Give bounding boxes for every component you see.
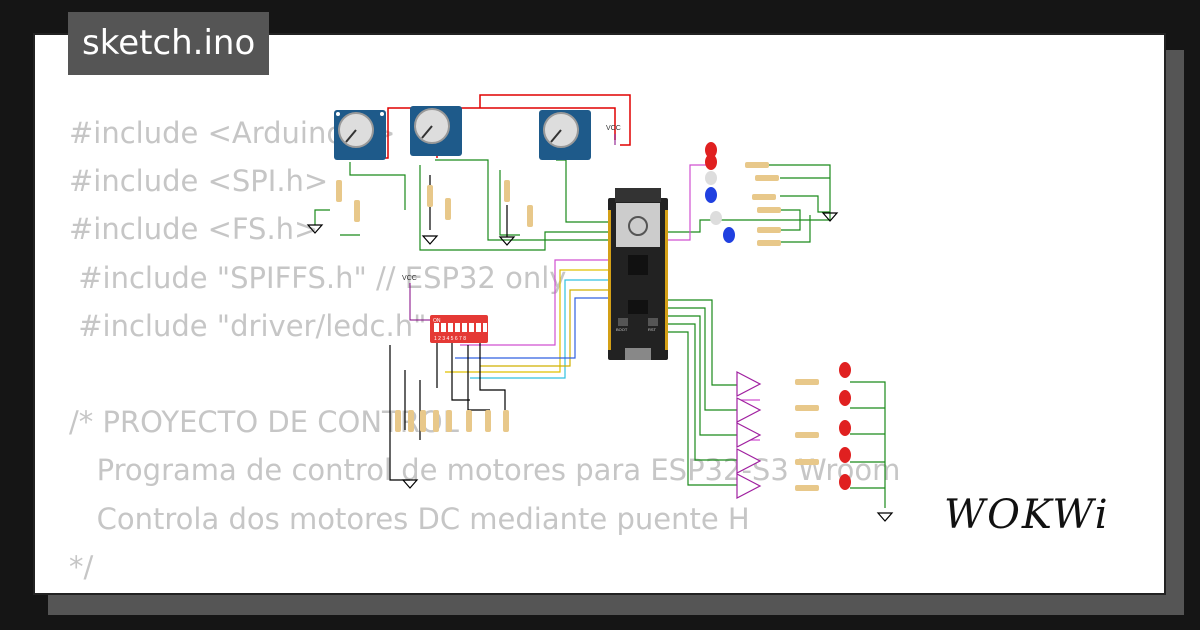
code-line: #include "driver/ledc.h" (69, 308, 427, 343)
dip-numbers: 1 2 3 4 5 6 7 8 (434, 336, 466, 342)
buffer-gates (736, 371, 762, 499)
ground-symbols (306, 212, 894, 522)
potentiometer[interactable] (539, 110, 591, 160)
potentiometer[interactable] (410, 106, 462, 156)
boot-button-label: BOOT (616, 327, 628, 332)
dip-wires (445, 164, 760, 441)
dip-switch[interactable]: ON 1 2 3 4 5 6 7 8 (430, 315, 488, 343)
resistors-horizontal (745, 162, 819, 491)
resistors-vertical (336, 180, 533, 432)
vcc-symbols: VCC VCC (402, 125, 621, 321)
code-line: #include "SPIFFS.h" // ESP32 only (69, 260, 567, 295)
leds[interactable] (705, 142, 851, 490)
vcc-label: VCC (402, 275, 417, 282)
dip-on-label: ON (433, 318, 441, 324)
code-line: #include <FS.h> (69, 212, 319, 247)
potentiometer[interactable] (334, 110, 386, 160)
code-line: Controla dos motores DC mediante puente … (69, 501, 750, 536)
rst-button-label: RST (648, 327, 657, 332)
esp32-board[interactable]: BOOT RST (608, 188, 668, 360)
code-line: #include <SPI.h> (69, 164, 329, 199)
signal-wires (314, 159, 886, 508)
wokwi-logo: WOKWi (944, 492, 1110, 538)
code-line: */ (69, 549, 94, 584)
code-line: Programa de control de motores para ESP3… (69, 453, 901, 488)
vcc-label: VCC (606, 125, 621, 132)
file-tab[interactable]: sketch.ino (68, 12, 270, 75)
